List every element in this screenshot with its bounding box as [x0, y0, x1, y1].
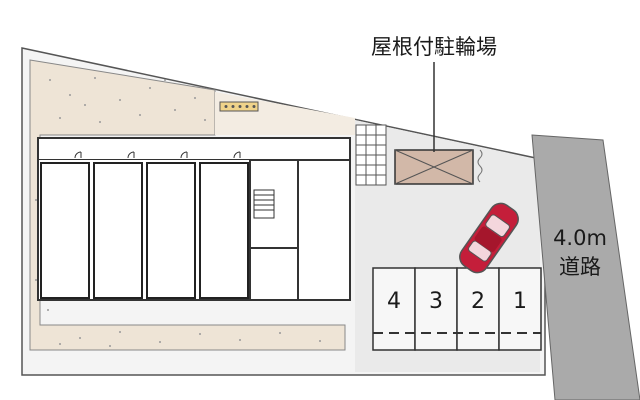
- building-corridor: [37, 137, 351, 161]
- parking-space-1: 1: [513, 289, 527, 314]
- road-name-label: 道路: [559, 255, 601, 279]
- parking-space-4: 4: [387, 289, 401, 314]
- parking-space-3: 3: [429, 289, 443, 314]
- car-icon: [459, 202, 519, 274]
- gravel-area-north: [215, 92, 355, 135]
- stairs: [253, 189, 275, 219]
- parking-lot: [372, 267, 542, 351]
- fence: [477, 149, 483, 183]
- road-width-label: 4.0m: [553, 226, 607, 250]
- road: [531, 134, 640, 400]
- roof-parking-label: 屋根付駐輪場: [371, 35, 497, 59]
- building-units: [40, 162, 249, 299]
- entrance-grid: [355, 124, 387, 186]
- parking-space-2: 2: [471, 289, 485, 314]
